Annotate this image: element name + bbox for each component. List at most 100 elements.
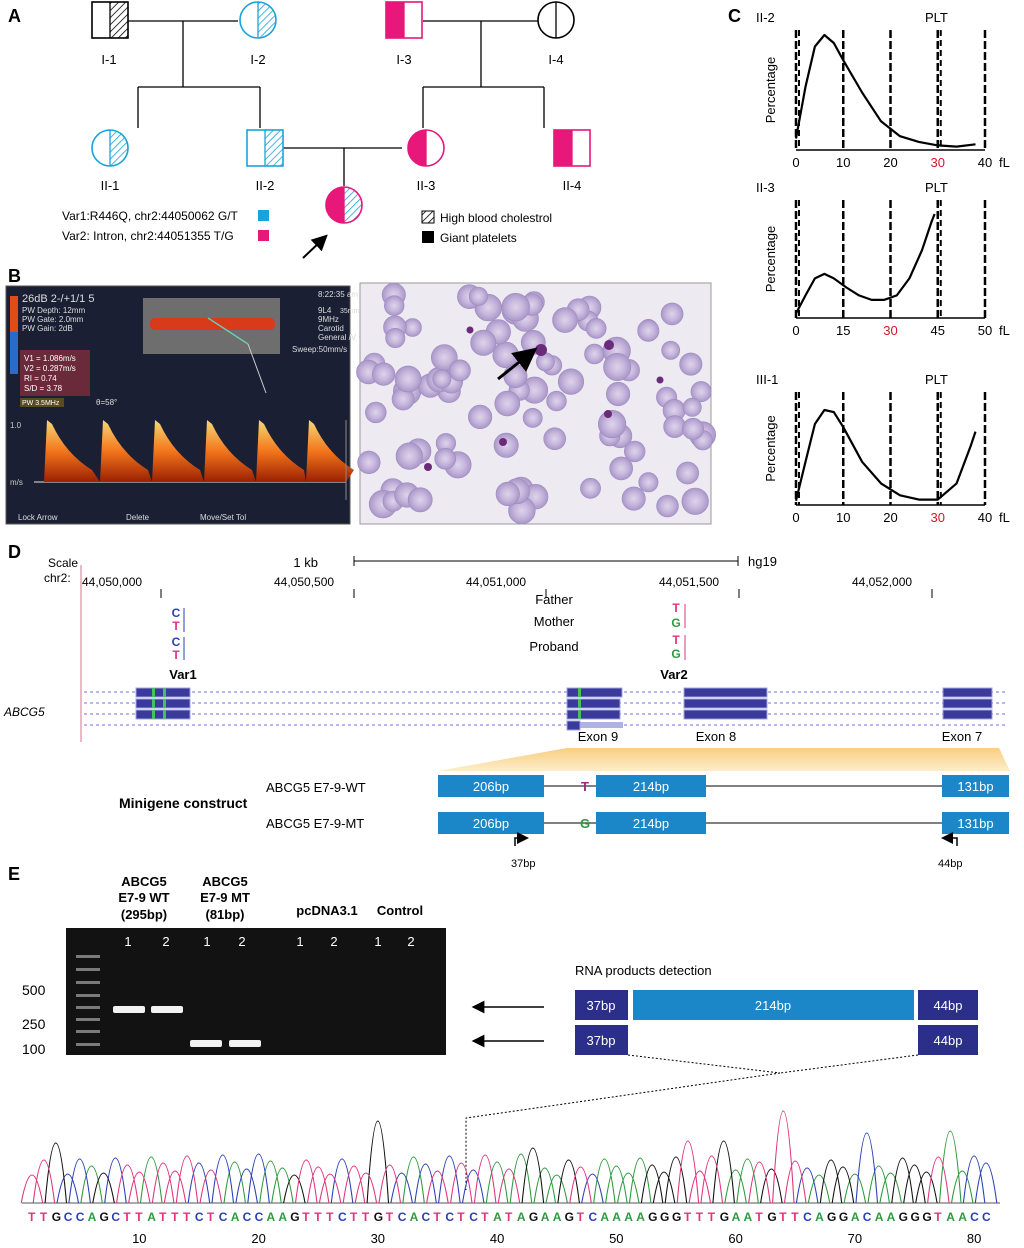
histogram-curve-2 [794,408,977,501]
red-blood-cell [522,407,543,428]
ladder-band [76,955,100,958]
lane-number-5: 2 [330,934,337,949]
us-footer-2: Move/Set Tol [200,513,246,522]
base-letter: G [648,1210,657,1224]
pedigree-individual-i-1 [91,1,129,39]
ladder-band [76,1030,100,1033]
minigene-mt-block-1: 214bp [633,816,669,831]
base-letter: A [147,1210,156,1224]
marker-labels: 500 250 100 [22,982,46,1057]
platelet [604,410,612,418]
histogram-tick-0-4: 40 [978,155,992,170]
red-blood-cell [557,368,585,395]
transcript-row-1 [84,698,1008,709]
chrom-tick-40: 40 [490,1231,504,1246]
measurement-box [20,350,90,396]
base-letter: A [958,1210,967,1224]
base-letter: G [922,1210,931,1224]
histogram-tick-1-0: 0 [792,323,799,338]
red-blood-cell [503,363,528,388]
label-i2: I-2 [250,52,265,67]
red-blood-cell [656,494,679,518]
minigene-mt-base: G [580,816,590,831]
histogram-curve-1 [795,213,936,315]
base-letter: T [708,1210,716,1224]
base-letter: T [755,1210,763,1224]
red-blood-cell [434,447,457,470]
base-letter: A [517,1210,526,1224]
red-blood-cell [385,327,406,348]
var1-proband-alt: T [172,648,180,662]
red-blood-cell [661,340,681,360]
rna-mt-44: 44bp [934,1033,963,1048]
junction-line-right [779,1054,919,1074]
us-depth: 35mm [340,308,360,315]
base-letter: A [267,1210,276,1224]
wt-label: ABCG5 E7-9-WT [266,780,366,795]
histogram-curve-0 [794,33,976,148]
base-letter: A [624,1210,633,1224]
histogram-tick-2-3: 30 [931,510,945,525]
base-letter: A [732,1210,741,1224]
pedigree-individual-ii-1 [91,129,129,167]
primer-f-label: 37bp [511,858,535,870]
base-letter: T [314,1210,322,1224]
histogram-unit-1: fL [999,323,1010,338]
ladder-band [76,1006,100,1009]
histogram-unit-2: fL [999,510,1010,525]
panel-label-e: E [8,864,20,884]
red-blood-cell [584,343,605,365]
base-letter: A [541,1210,550,1224]
marker-100: 100 [22,1041,46,1057]
exon-labels: Exon 9 Exon 8 Exon 7 [578,729,982,744]
histogram-tick-1-4: 50 [978,323,992,338]
row-proband: Proband [529,639,578,654]
red-blood-cell [395,442,423,470]
platelet [466,326,474,334]
red-blood-cell [494,390,521,417]
chrom-tick-60: 60 [728,1231,742,1246]
platelet [424,463,432,471]
base-letter: T [505,1210,513,1224]
base-letter: T [577,1210,585,1224]
lane-number-7: 2 [407,934,414,949]
lane-number-3: 2 [238,934,245,949]
histogram-tick-1-1: 15 [836,323,850,338]
scale-bar-label: 1 kb [293,555,318,570]
red-blood-cell [495,481,520,507]
us-meas-0: V1 = 1.086m/s [24,354,76,363]
base-letter: T [934,1210,942,1224]
pedigree-individual-ii-4 [553,129,591,167]
red-blood-cell [468,286,489,306]
red-blood-cell [621,486,646,511]
base-letter: C [422,1210,431,1224]
base-letter: G [767,1210,776,1224]
base-letter: G [672,1210,681,1224]
histogram-ylabel-1: Percentage [763,226,778,293]
red-blood-cell [637,319,660,342]
base-letter: C [982,1210,991,1224]
giant-platelet-arrow [497,347,538,381]
label-ii2: II-2 [256,178,275,193]
base-letter: G [290,1210,299,1224]
base-letter: C [76,1210,85,1224]
label-ii1: II-1 [101,178,120,193]
us-prf: PW 3.5MHz [22,400,60,407]
genome-label: hg19 [748,554,777,569]
chrom-tick-10: 10 [132,1231,146,1246]
row-mother: Mother [534,614,575,629]
minigene-mt-block-0: 206bp [473,816,509,831]
histogram-ylabel-2: Percentage [763,415,778,482]
red-blood-cell [597,410,627,439]
base-letter: T [362,1210,370,1224]
red-blood-cell [552,307,578,333]
chrom-tick-50: 50 [609,1231,623,1246]
gel-band [190,1040,222,1047]
base-letter: G [660,1210,669,1224]
panel-label-c: C [728,6,741,26]
group-wt-line3: (295bp) [121,907,167,922]
